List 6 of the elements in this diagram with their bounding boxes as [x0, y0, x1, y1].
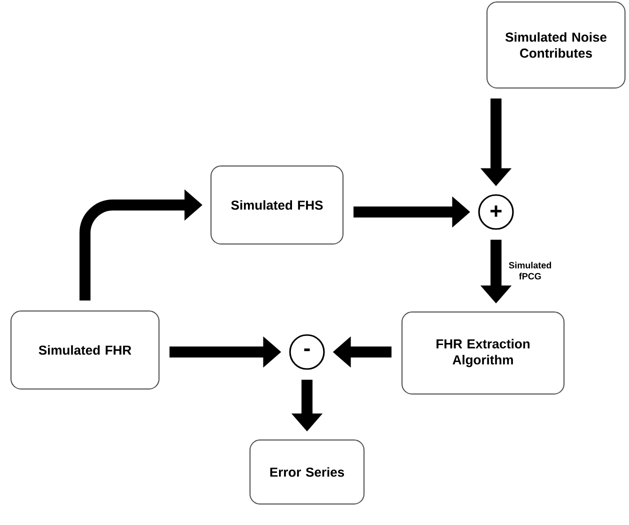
edge-label: Simulated fPCG: [508, 262, 552, 280]
process-box: Simulated FHS: [210, 166, 344, 244]
process-box: Error Series: [250, 440, 364, 504]
process-box: Simulated Noise Contributes: [486, 2, 626, 88]
process-box: Simulated FHR: [10, 310, 160, 390]
process-box: FHR Extraction Algorithm: [402, 312, 564, 394]
